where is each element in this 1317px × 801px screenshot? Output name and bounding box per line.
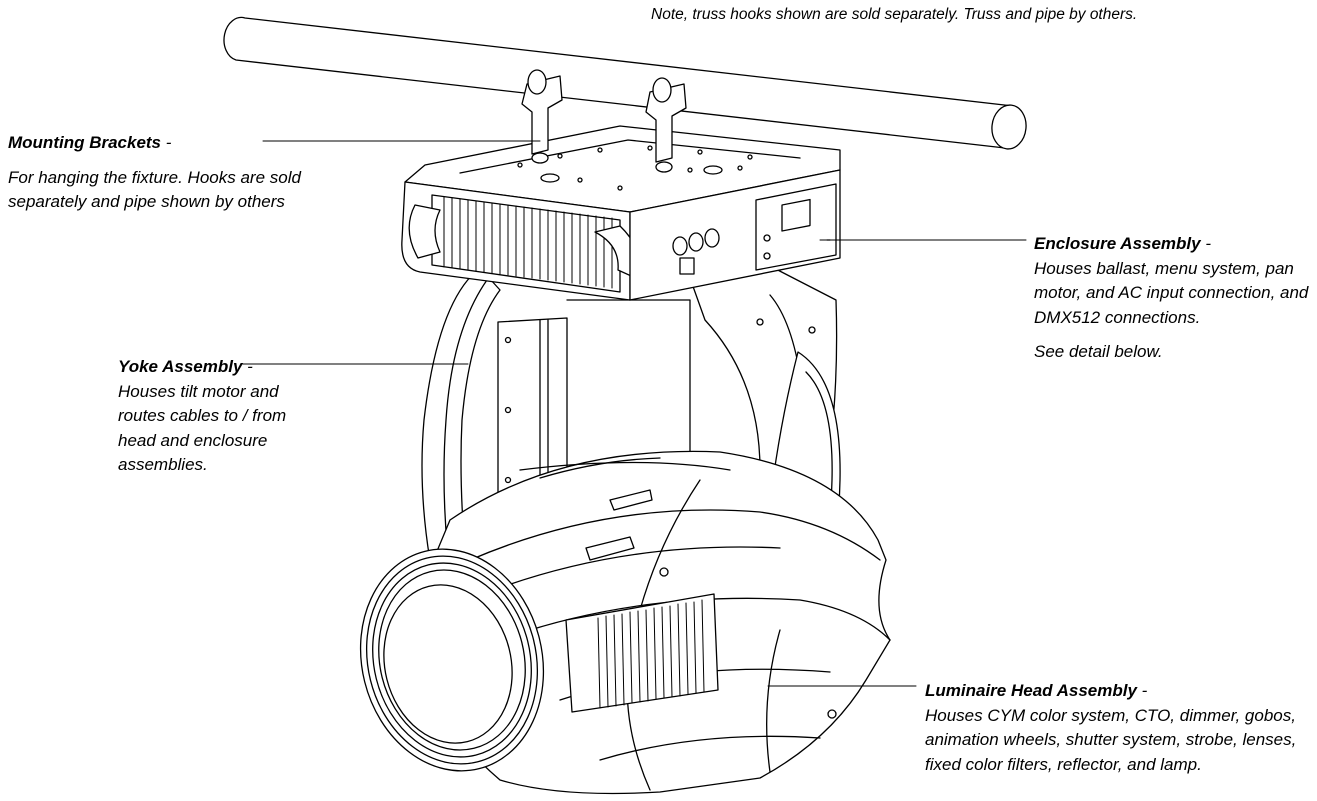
callout-luminaire-head-assembly: Luminaire Head Assembly - Houses CYM col… xyxy=(925,679,1317,777)
callout-yoke-assembly: Yoke Assembly - Houses tilt motor and ro… xyxy=(118,355,318,478)
callout-dash: - xyxy=(1136,681,1148,700)
callout-extra: See detail below. xyxy=(1034,342,1163,361)
callout-title: Yoke Assembly xyxy=(118,357,243,376)
callout-title: Mounting Brackets xyxy=(8,133,162,152)
head-grille xyxy=(597,599,705,709)
callout-description: For hanging the fixture. Hooks are sold … xyxy=(8,167,301,212)
luminaire-head xyxy=(359,450,891,795)
callout-enclosure-assembly: Enclosure Assembly - Houses ballast, men… xyxy=(1034,232,1317,365)
callout-description: Houses ballast, menu system, pan motor, … xyxy=(1034,258,1309,327)
leader-lines xyxy=(242,140,1027,687)
callout-description: Houses tilt motor and routes cables to /… xyxy=(118,381,287,475)
callout-title: Luminaire Head Assembly xyxy=(925,681,1137,700)
note-text: Note, truss hooks shown are sold separat… xyxy=(651,6,1138,23)
callout-dash: - xyxy=(1200,234,1211,253)
callout-title: Enclosure Assembly xyxy=(1034,234,1201,253)
enclosure xyxy=(401,125,841,301)
truss-pipe xyxy=(223,16,1027,150)
callout-description: Houses CYM color system, CTO, dimmer, go… xyxy=(925,705,1297,774)
callout-mounting-brackets: Mounting Brackets - For hanging the fixt… xyxy=(8,131,308,215)
enclosure-grille xyxy=(443,196,613,289)
callout-dash: - xyxy=(242,357,253,376)
callout-dash: - xyxy=(161,133,172,152)
truss-hooks xyxy=(521,69,687,173)
